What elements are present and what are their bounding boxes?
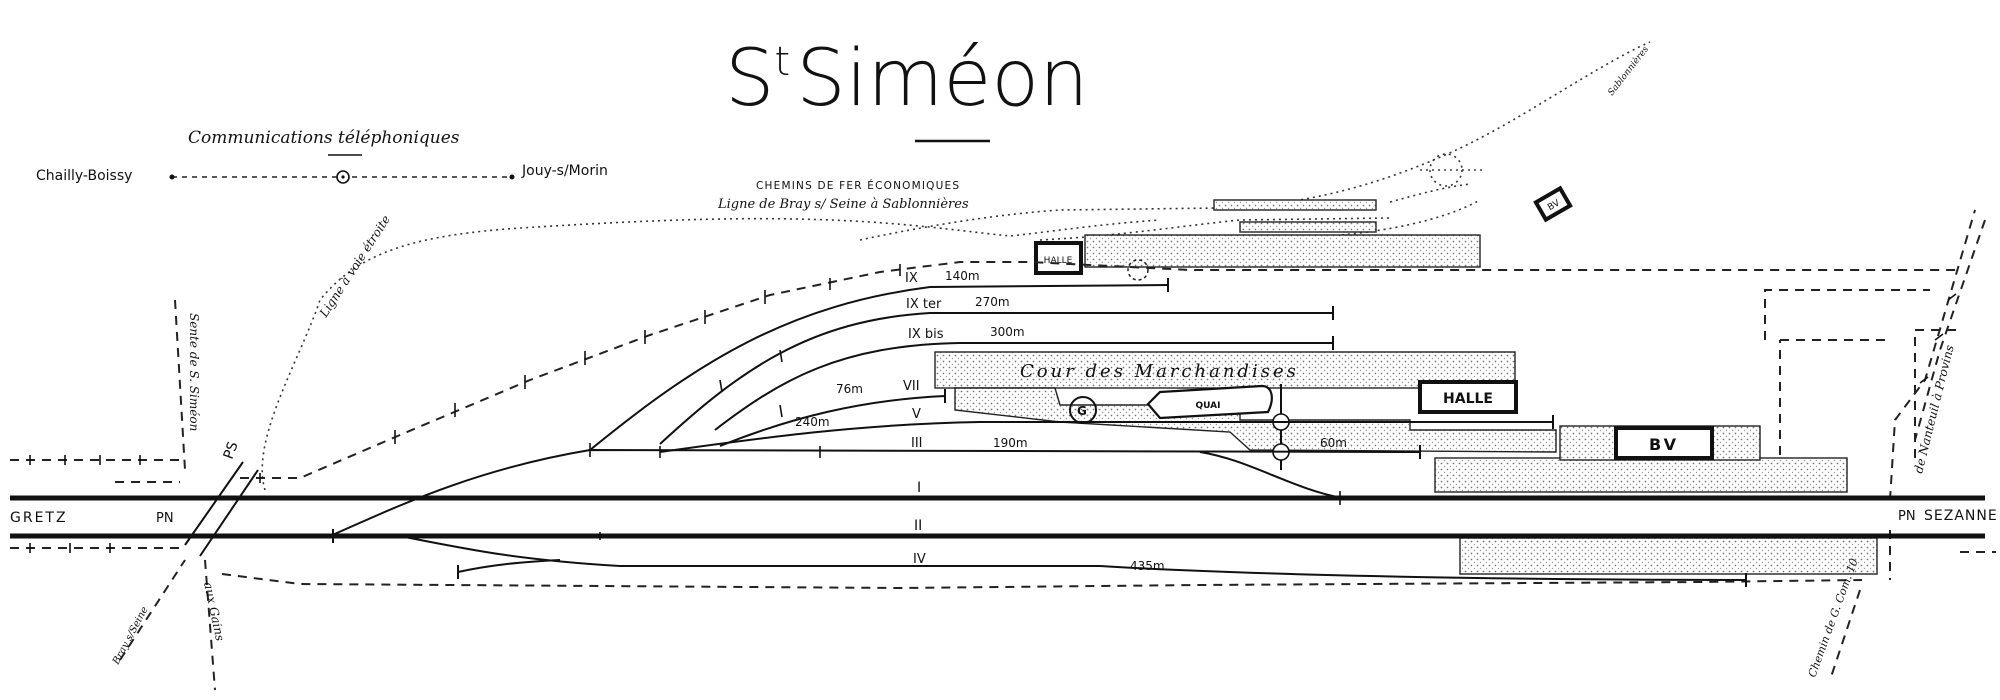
track-IX-length: 140m: [945, 269, 980, 283]
track-IX-ter-label: IX ter: [906, 297, 942, 312]
telephone-end-right: [509, 174, 515, 180]
station-title: StSiméon: [725, 34, 1089, 124]
siding-VII: [719, 395, 946, 447]
goods-halle: [1418, 380, 1518, 414]
passenger-platform-lower: [1459, 537, 1878, 575]
siding-IV: [399, 535, 1747, 581]
provins-label: de Nanteuil à Provins: [1911, 344, 1956, 475]
ps-label: PS: [221, 440, 242, 462]
siding-IX: [589, 284, 1169, 451]
crossover-III-I: [1199, 451, 1343, 499]
siding-IX-ter: [659, 312, 1333, 445]
gretz-label: GRETZ: [10, 510, 68, 526]
narrow-gauge-track-left: [261, 217, 1161, 491]
passenger-platform-right: [1434, 457, 1848, 493]
narrow-gauge-signal-icon: [1127, 259, 1149, 281]
goods-yard-label: Cour des Marchandises: [1020, 361, 1299, 382]
narrow-gauge-bv: BV: [1533, 185, 1573, 223]
track-V-label: V: [912, 407, 921, 422]
crane-icon: [1069, 396, 1097, 424]
quai-dock: [1146, 384, 1273, 420]
track-V-length: 240m: [795, 415, 830, 429]
bray-road-label: Bray s/Seine: [110, 605, 150, 667]
narrow-gauge-halle: [1034, 241, 1083, 275]
buffer-stops: [332, 278, 1747, 587]
goods-yard-lower: [954, 387, 1557, 453]
bray-road: [119, 559, 186, 661]
svg-text:G: G: [1077, 404, 1087, 418]
track-VII-length: 76m: [836, 382, 863, 396]
narrow-gauge-line-name: Ligne de Bray s/ Seine à Sablonnières: [717, 197, 969, 212]
narrow-gauge-company: CHEMINS DE FER ÉCONOMIQUES: [756, 179, 960, 192]
track-I-label: I: [917, 480, 921, 496]
track-IV-label: IV: [913, 552, 926, 567]
track-IX-bis-length: 300m: [990, 325, 1025, 339]
track-III-label: III: [911, 436, 923, 451]
siding-IV-stub: [457, 559, 561, 573]
telephone-left-station: Chailly-Boissy: [36, 168, 132, 184]
track-III-length: 190m: [993, 436, 1028, 450]
narrow-gauge-halle-label: HALLE: [1044, 256, 1073, 266]
narrow-gauge-siding-c: [1389, 183, 1471, 203]
narrow-gauge-siding-a: [1039, 217, 1391, 241]
track-IX-ter-length: 270m: [975, 295, 1010, 309]
track-III-length-2: 60m: [1320, 436, 1347, 450]
overbridge-ps: [184, 461, 259, 557]
telephone-right-station: Jouy-s/Morin: [521, 163, 608, 179]
quai-label: QUAI: [1196, 401, 1221, 411]
track-IX-bis-label: IX bis: [908, 327, 944, 342]
telephone-heading: Communications téléphoniques: [188, 128, 460, 148]
goods-halle-label: HALLE: [1443, 391, 1493, 407]
aux-gains-label: aux Gains: [201, 581, 227, 643]
narrow-gauge-platform-a: [1213, 199, 1377, 211]
narrow-gauge-platform-main: [1084, 234, 1481, 268]
track-IV-length: 435m: [1130, 559, 1165, 573]
siding-IX-bis: [714, 342, 1333, 431]
pn-right-label: PN: [1898, 509, 1916, 524]
sente-label: Sente de S. Siméon: [187, 313, 201, 431]
narrow-gauge-track-label: Ligne à voie étroite: [316, 213, 393, 321]
passenger-building: [1614, 426, 1714, 460]
pn-left-label: PN: [156, 511, 174, 526]
sezanne-label: SEZANNE: [1924, 508, 1998, 524]
sente-road: [174, 299, 216, 691]
track-IX-label: IX: [905, 271, 918, 286]
boundary-fences: [10, 209, 1996, 681]
narrow-gauge-platform-b: [1239, 221, 1377, 233]
siding-III: [329, 448, 1421, 537]
telephone-end-left: [169, 174, 175, 180]
track-VII-label: VII: [903, 379, 920, 394]
chemin-gc-label: Chemin de G. Com. 10: [1806, 557, 1861, 679]
siding-V: [659, 421, 1553, 453]
passenger-building-label: BV: [1649, 435, 1679, 454]
track-II-label: II: [914, 518, 922, 534]
